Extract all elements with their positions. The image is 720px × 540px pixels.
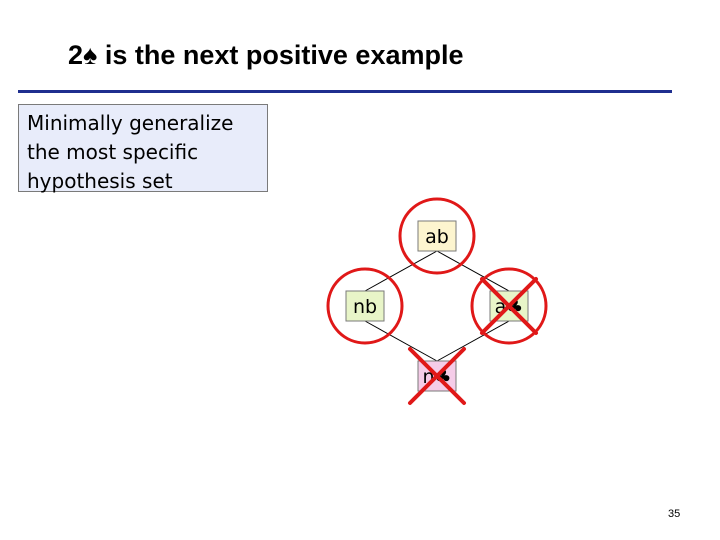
node-label-nb: nb (353, 296, 377, 318)
node-label-ab: ab (425, 226, 449, 248)
node-box-nb (345, 290, 385, 322)
node-box-ab (417, 220, 457, 252)
note-line-2: the most specific (27, 140, 199, 164)
lattice-marks (326, 197, 548, 405)
note-line-1: Minimally generalize (27, 111, 234, 135)
circle-mark-ab (398, 197, 476, 275)
lattice-nodes: abnba♣n♣ (345, 220, 529, 392)
edge-nb-n_club (364, 320, 438, 362)
page-number: 35 (668, 508, 681, 520)
cross-mark-a_club-1 (480, 277, 538, 335)
circle-mark-a_club (470, 267, 548, 345)
cross-mark-n_club-1 (408, 347, 466, 405)
circle-mark-nb (326, 267, 404, 345)
edge-ab-nb (364, 250, 438, 292)
note-box: Minimally generalize the most specific h… (18, 104, 268, 193)
edge-ab-a_club (436, 250, 510, 292)
title-underline (18, 90, 672, 93)
note-line-3: hypothesis set (27, 169, 173, 193)
edge-a_club-n_club (436, 320, 510, 362)
slide-title: 2♠ is the next positive example (68, 40, 464, 70)
lattice-edges (364, 250, 510, 362)
